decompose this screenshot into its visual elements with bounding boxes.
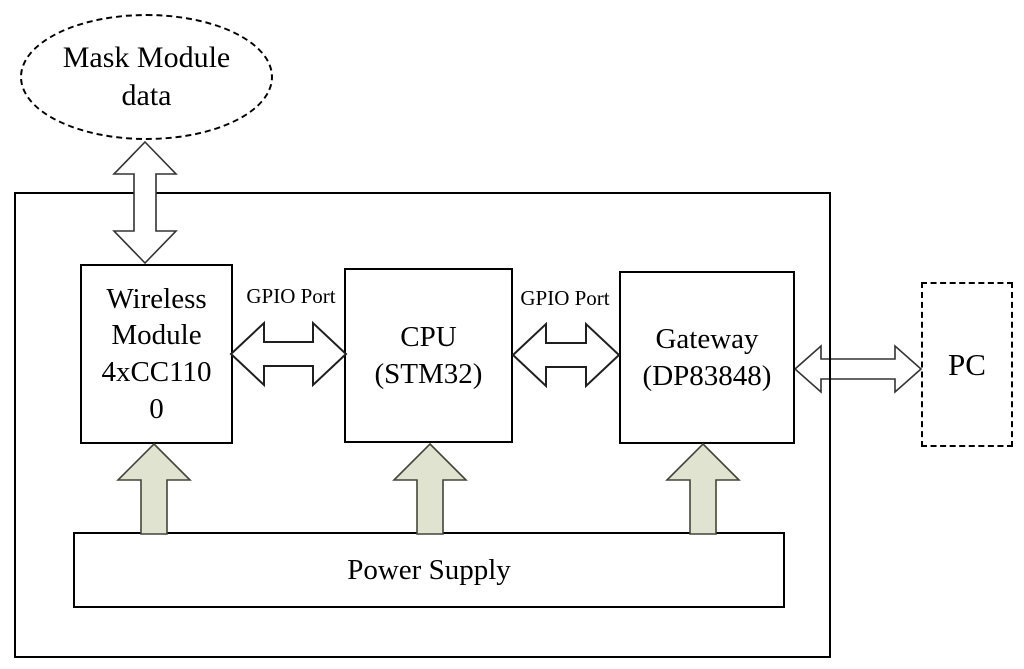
power-to-cpu-arrow (392, 442, 468, 535)
pc-box: PC (921, 282, 1013, 447)
cpu-label: CPU (STM32) (374, 320, 483, 390)
pc-label: PC (948, 346, 986, 382)
gpio-port-label-left: GPIO Port (246, 284, 336, 308)
gateway-label: Gateway (DP83848) (642, 322, 772, 392)
cpu-box: CPU (STM32) (344, 268, 513, 443)
mask-module-data-ellipse: Mask Module data (20, 14, 273, 140)
power-supply-label: Power Supply (347, 553, 511, 586)
mask-to-wireless-double-arrow (112, 140, 178, 265)
cpu-to-gateway-double-arrow (511, 321, 621, 389)
power-to-wireless-arrow (116, 442, 192, 535)
wireless-to-cpu-double-arrow (229, 320, 348, 388)
wireless-module-label: Wireless Module 4xCC110 0 (101, 282, 212, 425)
system-enclosure-rect (14, 192, 831, 658)
wireless-module-box: Wireless Module 4xCC110 0 (80, 264, 233, 444)
power-supply-box: Power Supply (73, 532, 785, 608)
gpio-port-label-right: GPIO Port (520, 286, 610, 310)
gateway-box: Gateway (DP83848) (619, 271, 795, 444)
mask-module-data-label: Mask Module data (62, 41, 231, 112)
power-to-gateway-arrow (665, 442, 741, 535)
